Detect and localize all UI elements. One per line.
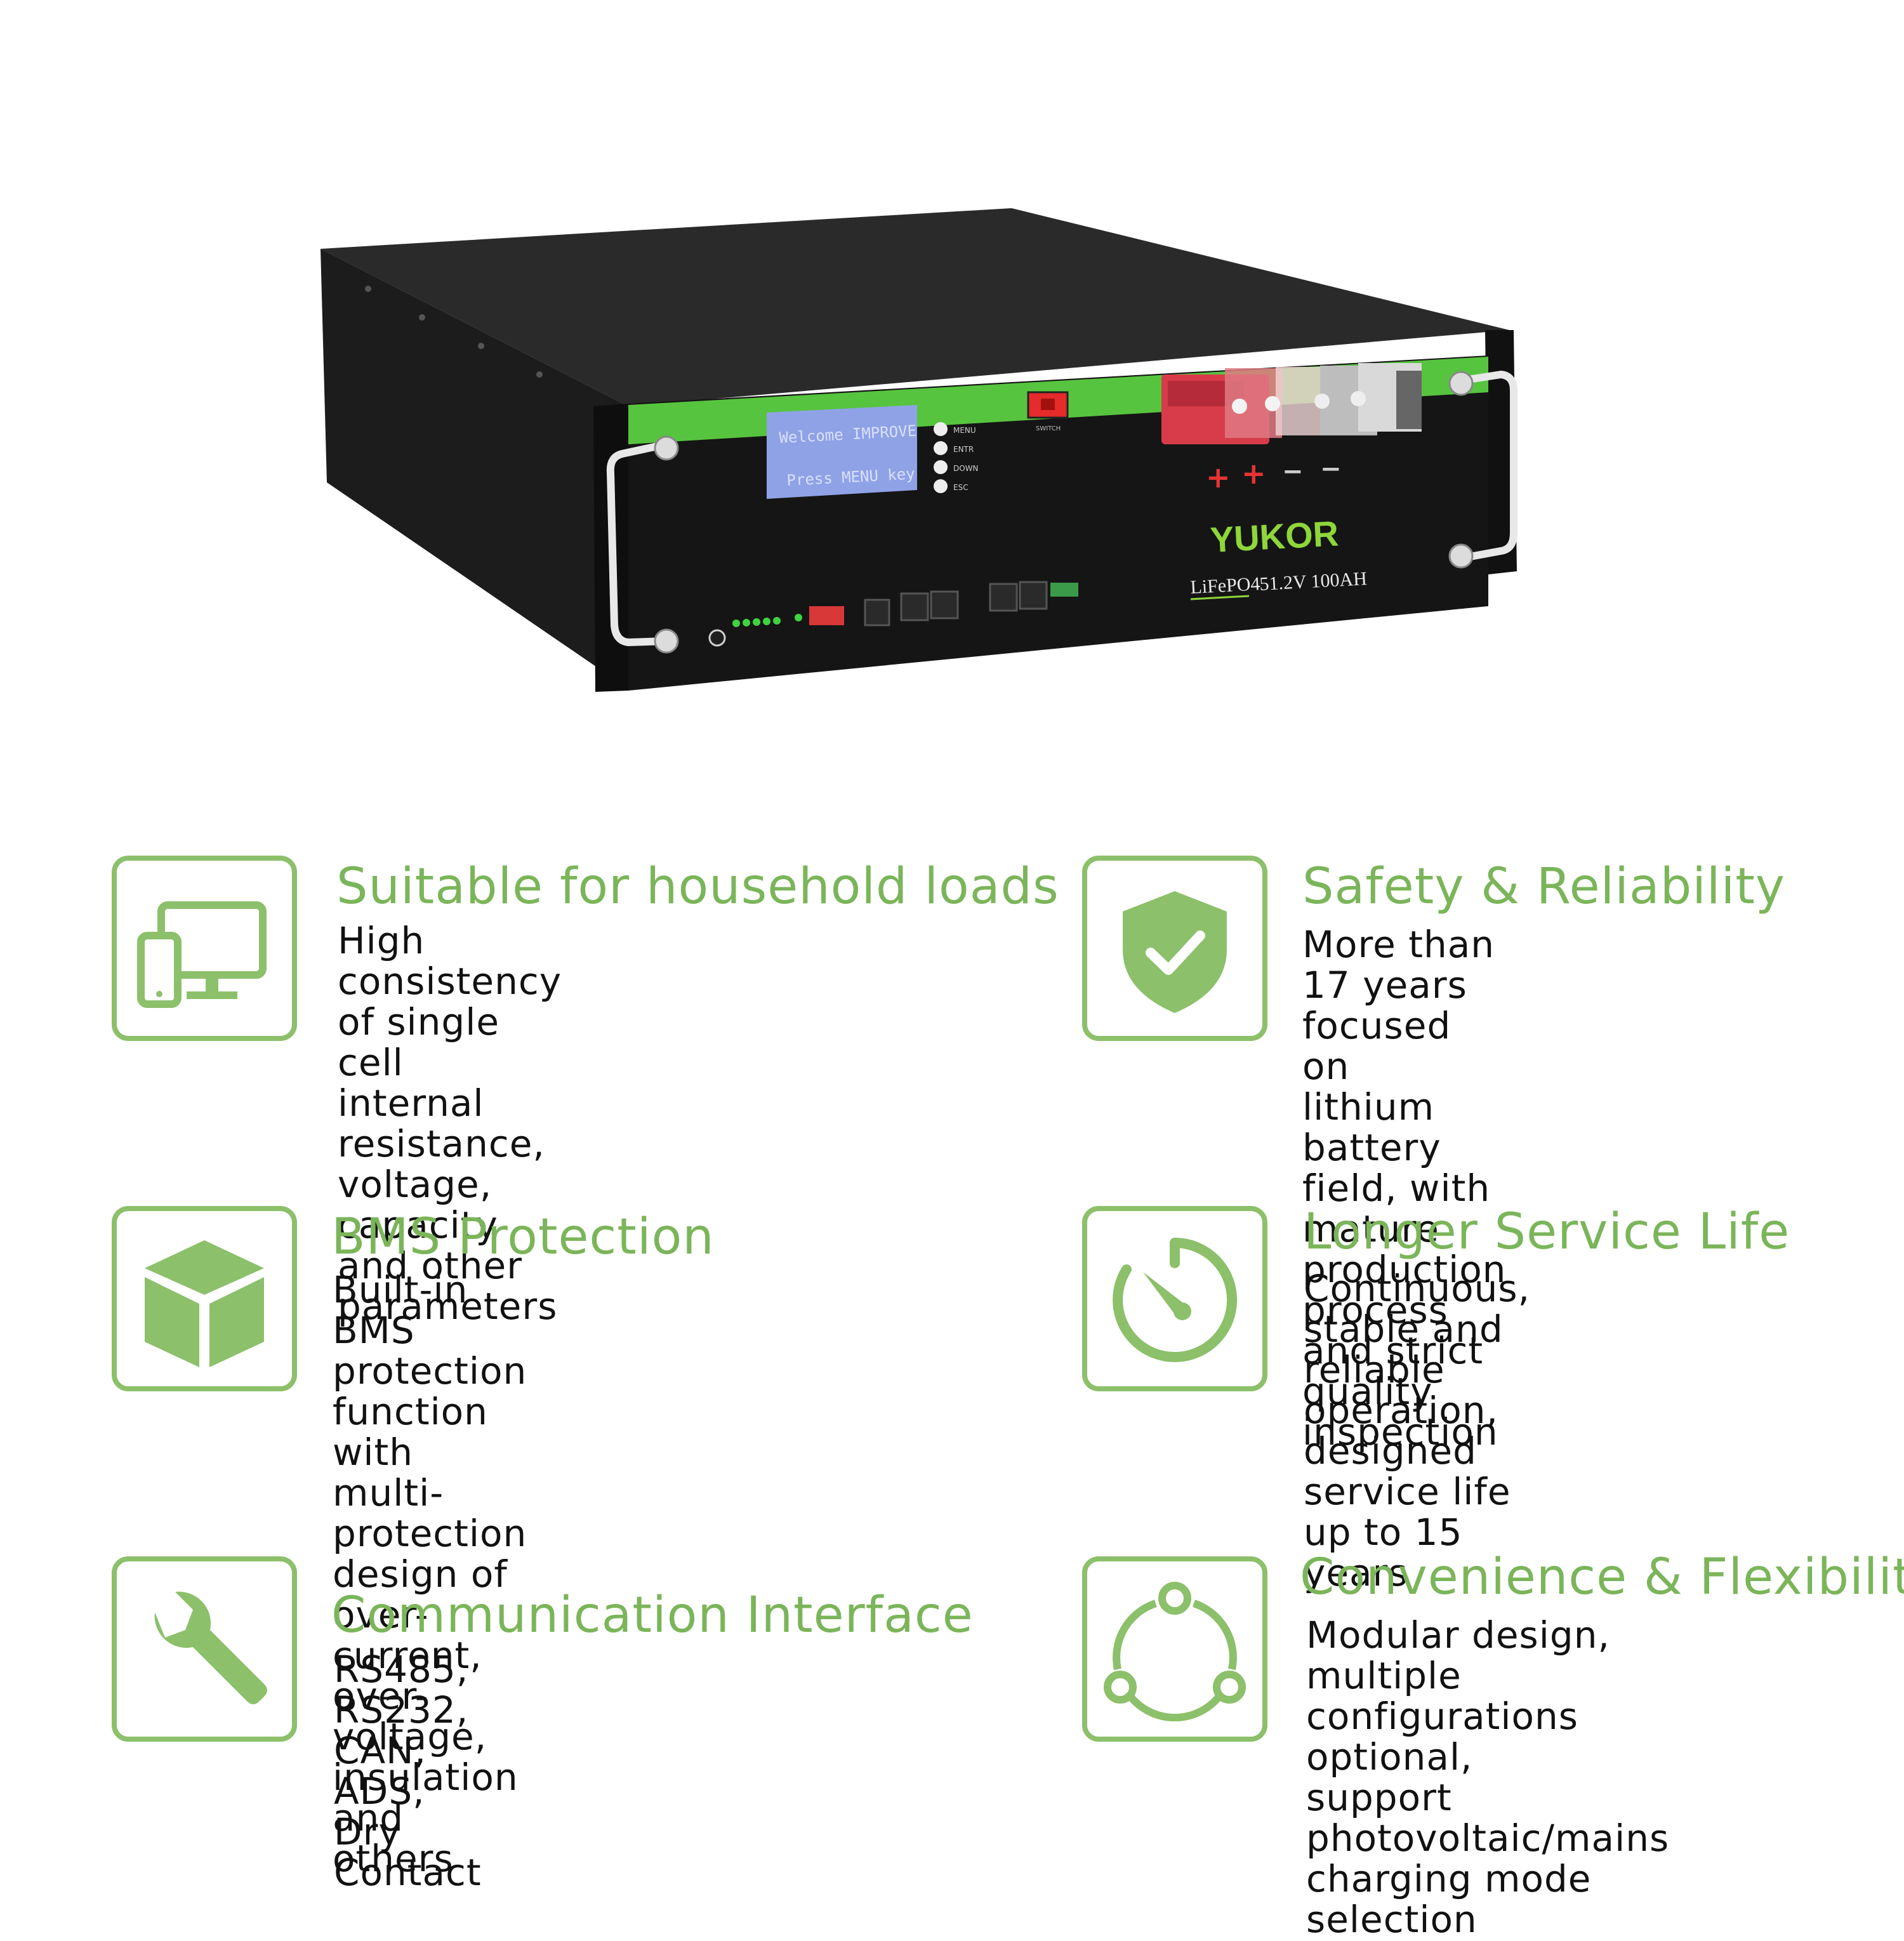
timer-icon — [1113, 1238, 1238, 1362]
terminal-mark-3: − — [1282, 457, 1304, 486]
cube-icon — [145, 1240, 264, 1367]
lcd-buttons: MENU ENTR DOWN ESC — [934, 422, 979, 493]
feature-title: Longer Service Life — [1304, 1203, 1790, 1261]
power-terminals — [1161, 363, 1422, 444]
lcd-screen — [767, 405, 917, 499]
enter-button-label: ENTR — [953, 445, 974, 454]
menu-button[interactable] — [934, 422, 948, 436]
feature-description: Modular design, multiple configurations … — [1306, 1613, 1670, 1941]
reset-button[interactable] — [708, 629, 726, 647]
share-cycle-icon — [1104, 1582, 1246, 1721]
parallel-port-2[interactable] — [1019, 581, 1048, 610]
share-cycle-icon-box — [1082, 1556, 1267, 1742]
terminal-mark-4: − — [1320, 454, 1342, 484]
menu-button-label: MENU — [953, 426, 976, 435]
feature-description: RS485, RS232, CAN, ADS, Dry Contact — [334, 1648, 482, 1894]
terminal-mark-2: + — [1241, 456, 1266, 491]
parallel-port-1[interactable] — [989, 583, 1018, 612]
feature-title: Safety & Reliability — [1302, 858, 1785, 915]
timer-icon-box — [1082, 1206, 1267, 1391]
enter-button[interactable] — [934, 441, 948, 455]
battery-top-face — [321, 208, 1509, 406]
feature-title: Suitable for household loads — [336, 858, 1059, 915]
status-leds — [732, 614, 802, 627]
power-switch-label: SWITCH — [1036, 425, 1061, 432]
wrench-icon-box — [112, 1556, 297, 1742]
down-button-label: DOWN — [953, 464, 979, 473]
battery-side-face — [321, 249, 628, 689]
dip-switch[interactable] — [809, 606, 844, 625]
shield-check-icon-box — [1082, 856, 1267, 1041]
cube-icon-box — [112, 1206, 297, 1391]
feature-title: Convenience & Flexibility — [1300, 1549, 1904, 1606]
rs485-port[interactable] — [930, 590, 959, 619]
can-port[interactable] — [900, 592, 929, 621]
right-mounting-ear — [1485, 330, 1517, 574]
feature-description: Continuous, stable and reliable operatio… — [1304, 1267, 1531, 1594]
feature-title: Communication Interface — [331, 1587, 974, 1644]
feature-description: More than 17 years focused on lithium ba… — [1302, 923, 1507, 1454]
shield-check-icon — [1123, 891, 1227, 1013]
feature-title: BMS Protection — [331, 1209, 715, 1266]
esc-button[interactable] — [934, 479, 948, 493]
terminal-mark-1: + — [1206, 460, 1231, 494]
devices-icon-box — [112, 856, 297, 1041]
dry-contact-terminal[interactable] — [1050, 583, 1078, 597]
battery-product-image: Welcome IMPROVE Press MENU key MENU ENTR… — [321, 208, 1517, 692]
down-button[interactable] — [934, 460, 948, 474]
left-handle[interactable] — [606, 441, 670, 647]
brand-logo: YUKOR — [1209, 513, 1339, 559]
feature-description: Built-in BMS protection function with mu… — [333, 1268, 527, 1880]
feature-description: High consistency of single cell internal… — [338, 919, 562, 1328]
rs232-port[interactable] — [864, 599, 890, 626]
devices-icon — [137, 901, 267, 1008]
right-handle[interactable] — [1456, 370, 1517, 562]
wrench-icon — [154, 1591, 267, 1704]
battery-chemistry: LiFePO4 — [1190, 573, 1261, 598]
esc-button-label: ESC — [953, 483, 969, 492]
